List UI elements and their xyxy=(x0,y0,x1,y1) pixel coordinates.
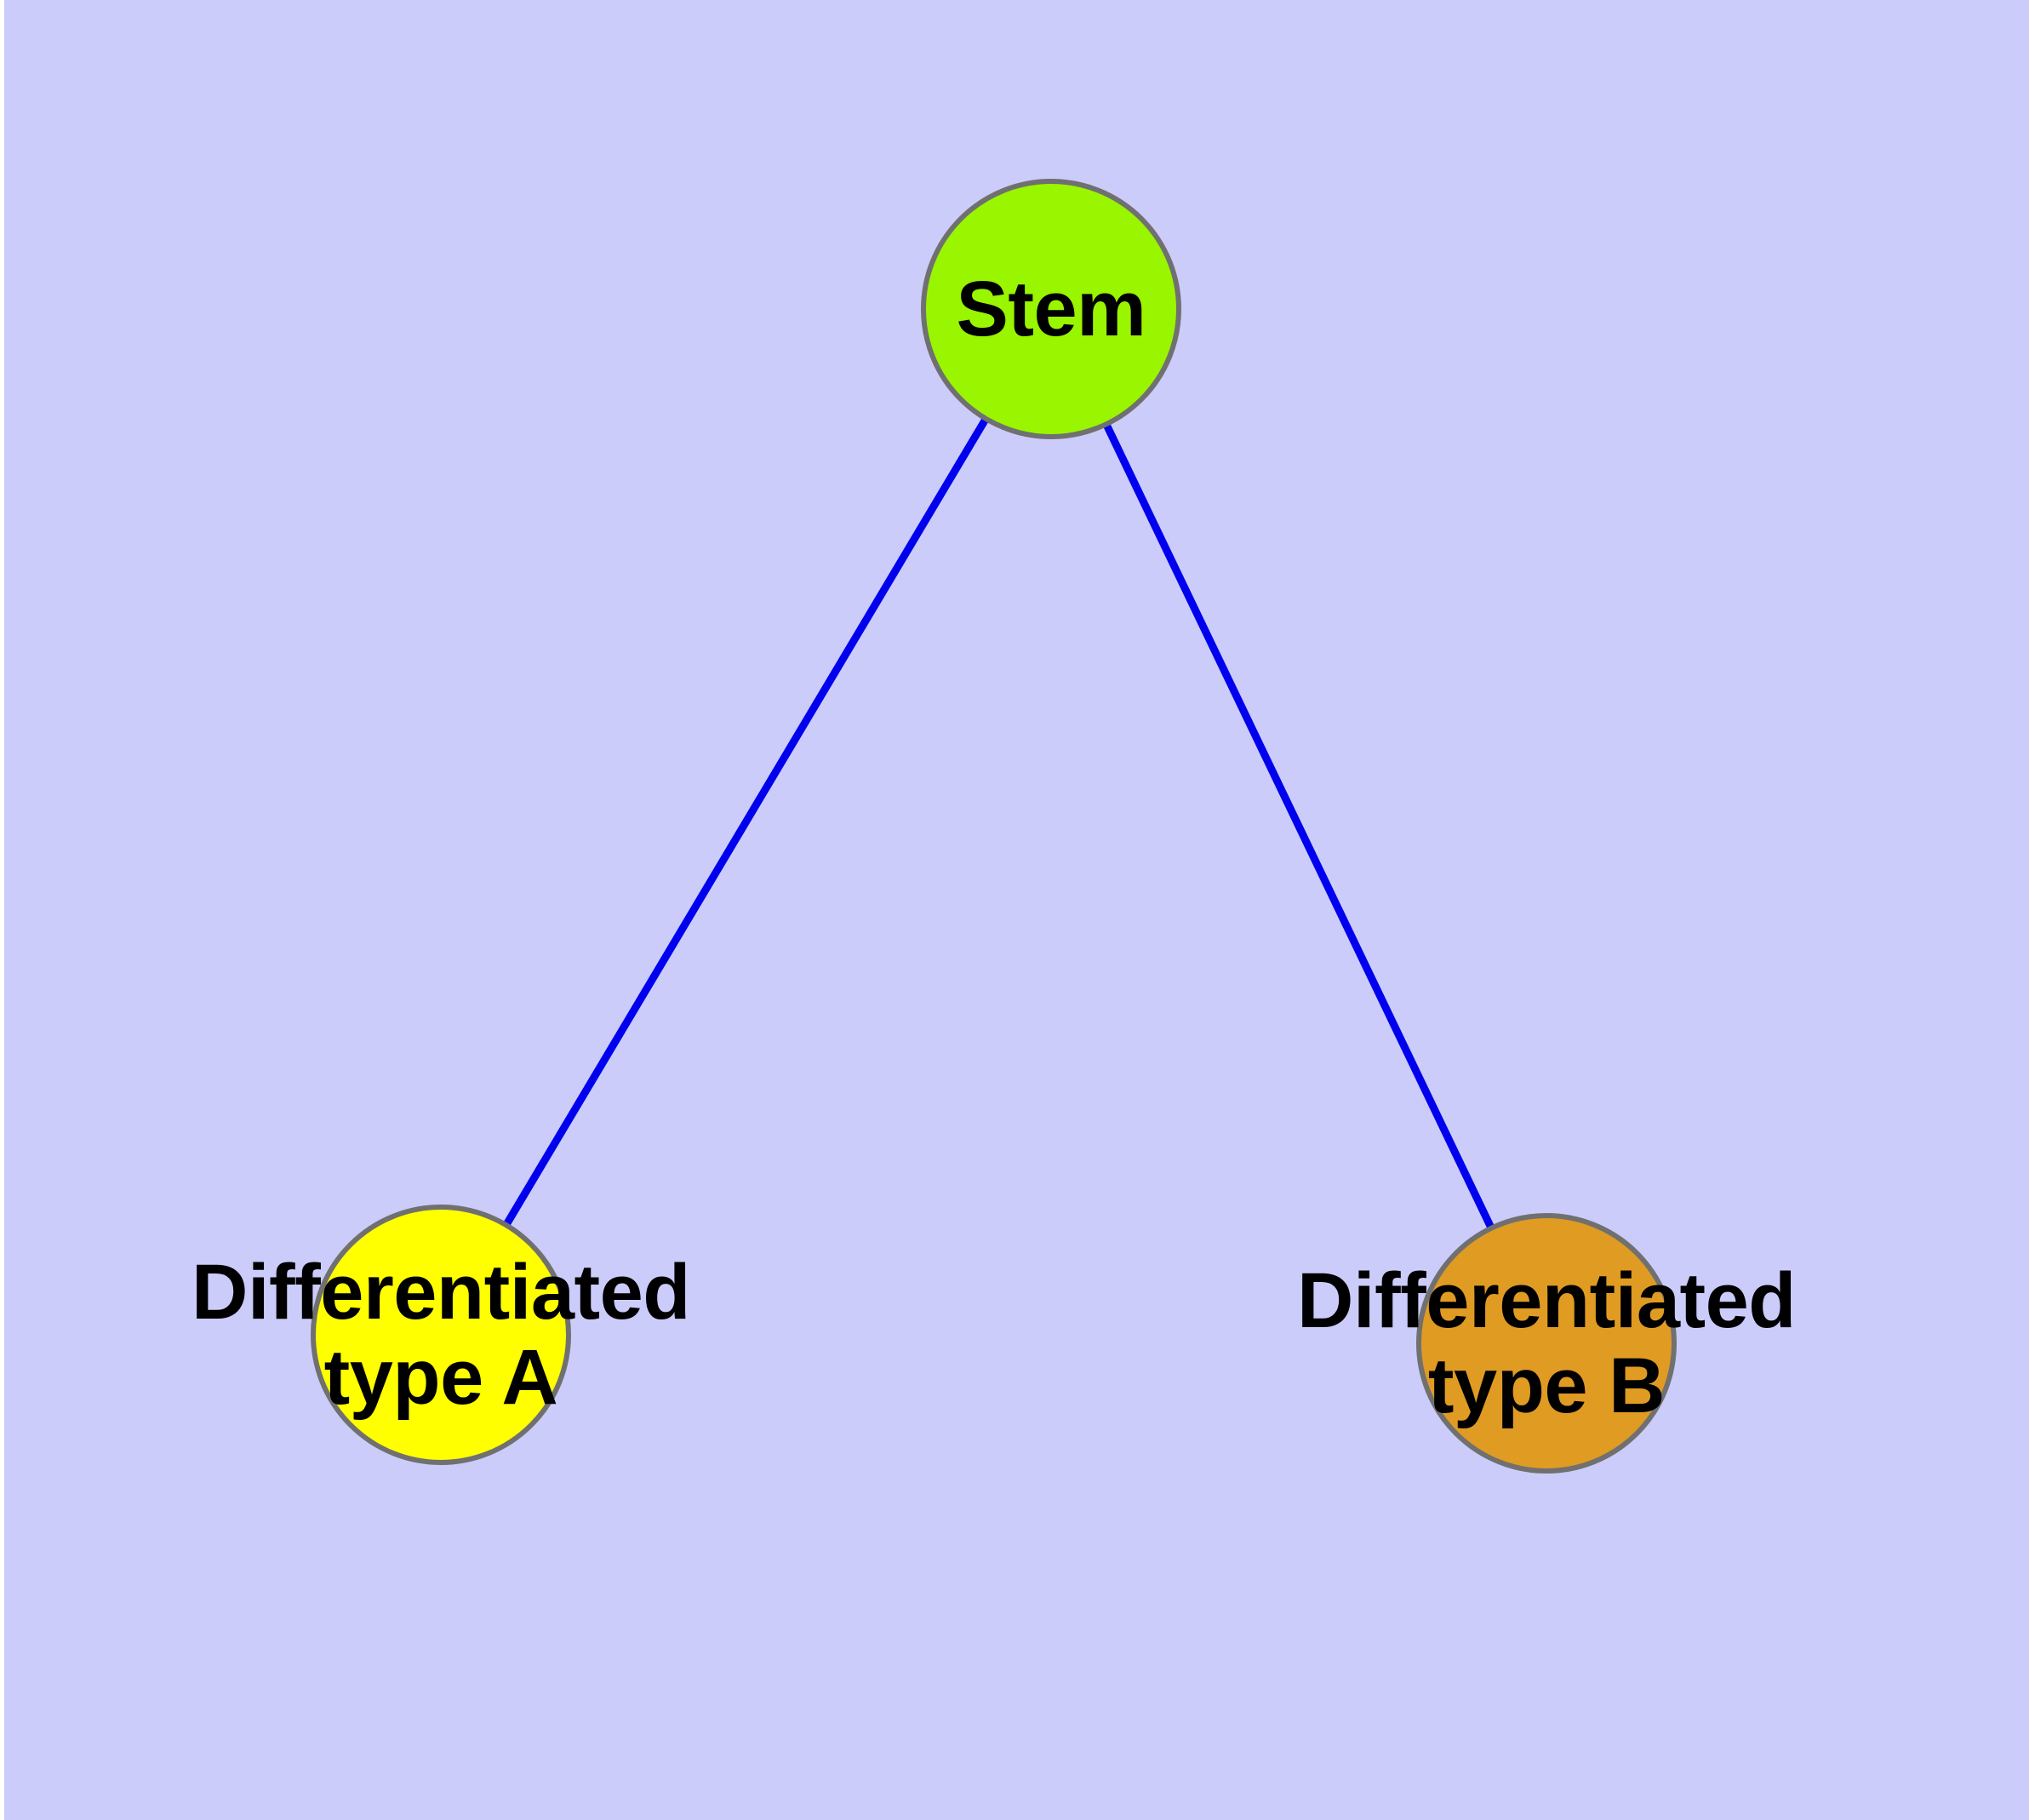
node-layer xyxy=(311,179,1677,1474)
edge-stem-diff-a[interactable] xyxy=(502,416,990,1228)
node-circle-stem[interactable] xyxy=(921,179,1181,439)
node-circle-diff-b[interactable] xyxy=(1416,1213,1677,1474)
node-circle-diff-a[interactable] xyxy=(311,1205,571,1465)
edge-layer xyxy=(502,416,1495,1230)
edge-stem-diff-b[interactable] xyxy=(1102,422,1495,1230)
